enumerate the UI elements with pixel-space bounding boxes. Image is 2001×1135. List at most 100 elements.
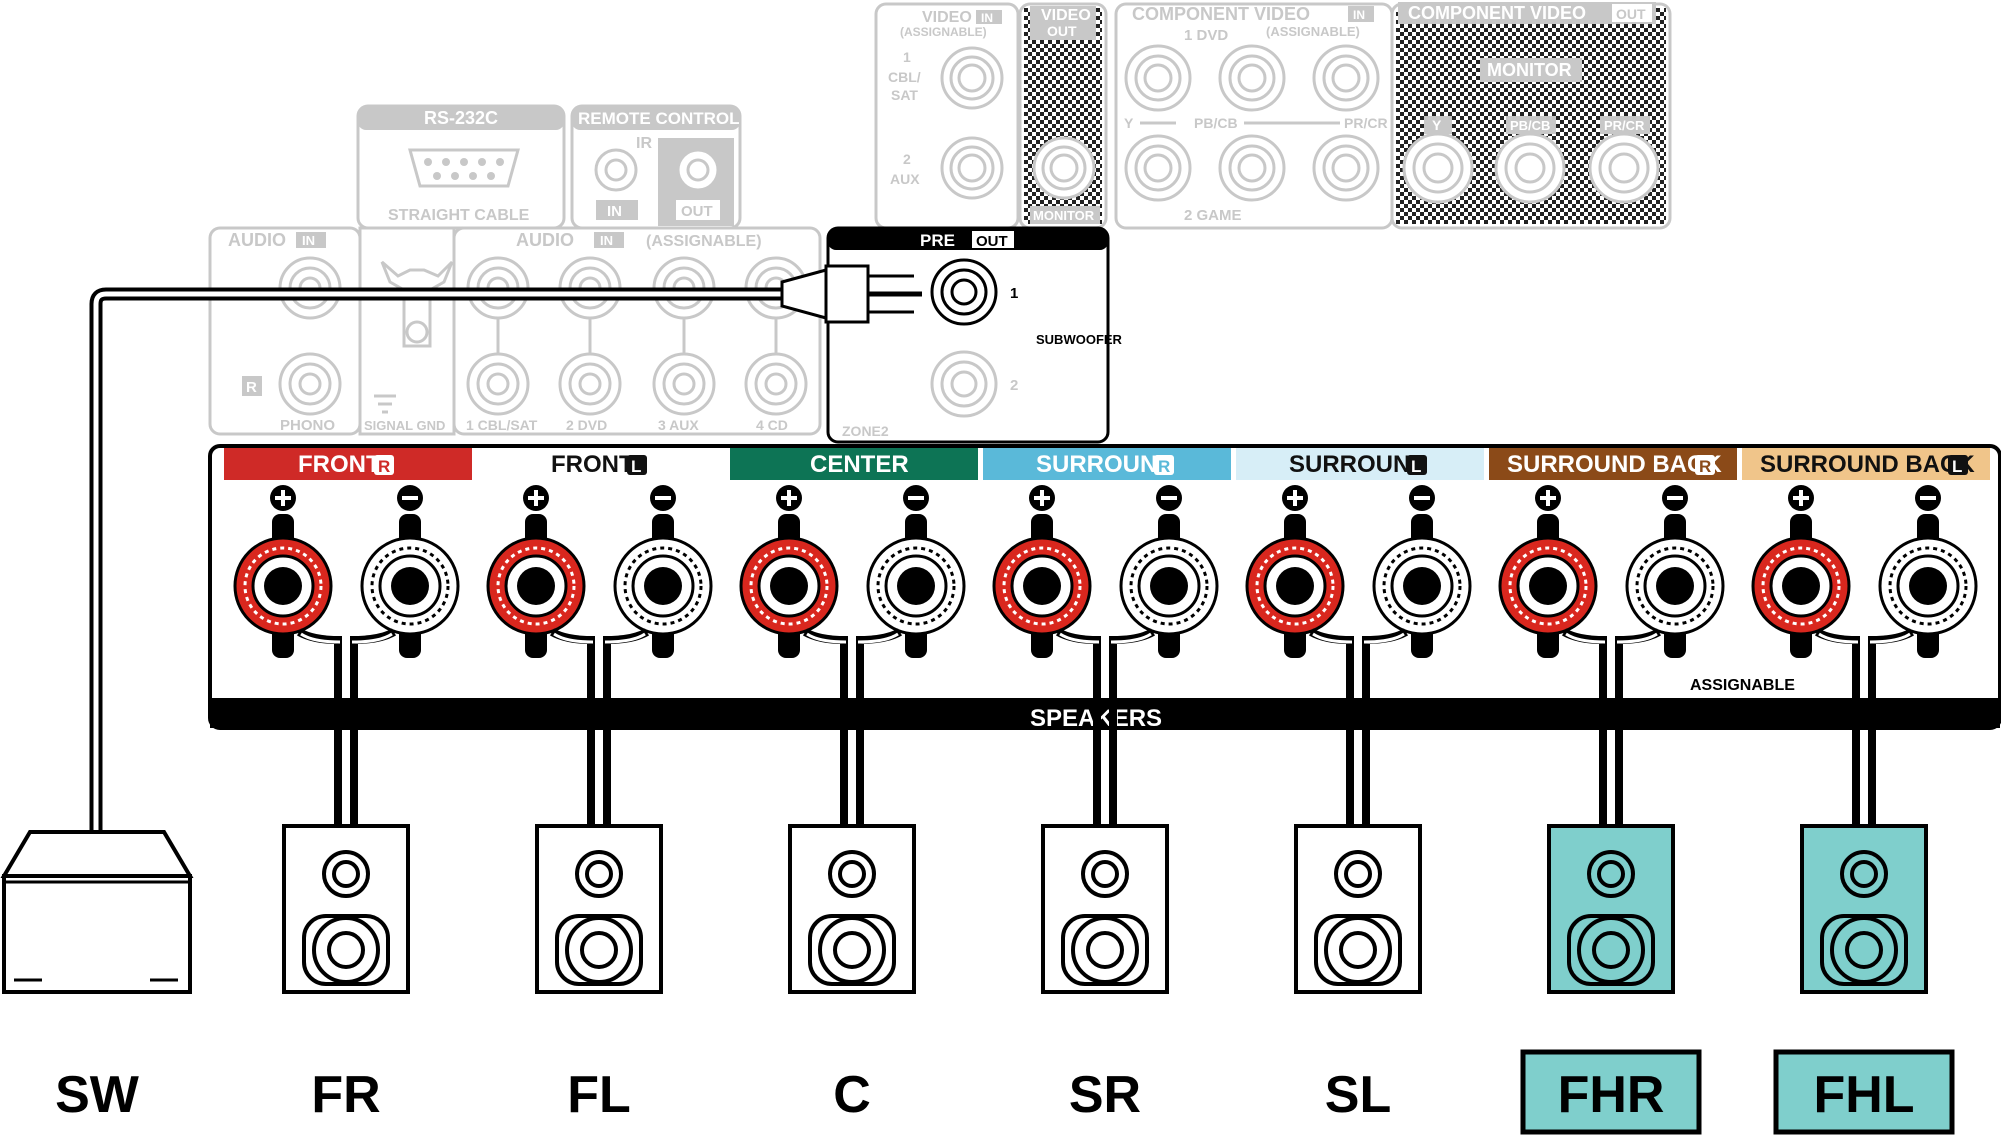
phono-jack-r (278, 352, 342, 416)
terminal-label-bar (224, 448, 472, 480)
remote-control-title: REMOTE CONTROL (578, 109, 740, 128)
audio2-jack-1r (466, 352, 530, 416)
terminal-label: SURROUND (1036, 451, 1175, 478)
terminal-label-bar (477, 448, 725, 480)
audio2-tag: IN (600, 233, 613, 248)
speaker-label: FHR (1558, 1066, 1665, 1124)
speaker-sr: SR (1041, 824, 1169, 1124)
phono-label: PHONO (280, 417, 335, 434)
component-in-sub: (ASSIGNABLE) (1266, 24, 1360, 39)
audio2-3-label: 3 AUX (658, 417, 699, 433)
speaker-label: FHL (1813, 1066, 1914, 1124)
speaker-label-box (1520, 1049, 1702, 1135)
component-in-2: 2 GAME (1184, 207, 1242, 224)
speaker-c: C (788, 824, 916, 1124)
remote-in-label: IN (607, 203, 622, 220)
remote-out-jack (676, 148, 720, 192)
component-in-1-pr-jack (1312, 44, 1380, 112)
component-in-y: Y (1124, 115, 1134, 131)
audio2-4-label: 4 CD (756, 417, 788, 433)
terminal-channel-badge: R (378, 457, 390, 476)
component-out-y: Y (1432, 117, 1442, 133)
component-in-1: 1 DVD (1184, 27, 1228, 44)
negative-binding-post[interactable] (360, 514, 460, 658)
positive-binding-post[interactable] (739, 514, 839, 658)
video-in-tag: IN (981, 11, 993, 25)
rear-panel-background: VIDEO IN (ASSIGNABLE) 1 CBL/ SAT 2 AUX V… (208, 2, 1672, 436)
zone2-label: ZONE2 (842, 423, 889, 439)
audio2-jack-2r (558, 352, 622, 416)
rs232c-title: RS-232C (424, 108, 498, 128)
rs232c-port (408, 148, 520, 188)
negative-binding-post[interactable] (866, 514, 966, 658)
pre-out-tag: OUT (976, 233, 1008, 250)
remote-in-jack (594, 148, 638, 192)
rca-plug (780, 264, 922, 324)
video-out-title: VIDEO (1041, 7, 1091, 24)
positive-binding-post[interactable] (1498, 514, 1598, 658)
speaker-fhl: FHL (1773, 824, 1955, 1135)
component-out-pr: PR/CR (1604, 118, 1645, 133)
audio2-title: AUDIO (516, 230, 574, 250)
video-in-1-name: CBL/ (888, 69, 921, 85)
subwoofer-cable (89, 264, 922, 836)
terminal-label-bar (1236, 448, 1484, 480)
component-out-monitor: MONITOR (1487, 60, 1572, 80)
pre-out-title: PRE (920, 231, 955, 250)
subwoofer-2-jack (930, 350, 998, 418)
speaker-fr: FR (282, 824, 410, 1124)
terminal-channel-badge: L (1411, 457, 1421, 476)
terminal-center: CENTER (730, 448, 978, 658)
component-out-title: COMPONENT VIDEO (1408, 3, 1586, 23)
subwoofer-1-jack[interactable] (930, 258, 998, 326)
audio2-jack-4r (744, 352, 808, 416)
terminal-label: CENTER (810, 451, 909, 478)
assignable-label: ASSIGNABLE (1690, 677, 1795, 694)
speaker-label: SL (1325, 1066, 1391, 1124)
component-out-y-jack (1402, 132, 1474, 204)
terminal-channel-badge: R (1699, 457, 1711, 476)
remote-ir-label: IR (636, 135, 652, 152)
speaker-label: FL (567, 1066, 631, 1124)
terminal-channel-badge: R (1158, 457, 1170, 476)
audio-r-label: R (246, 379, 257, 396)
pre-out-1-label: 1 (1010, 285, 1018, 302)
video-in-jack-2 (940, 136, 1004, 200)
video-in-2: 2 (903, 151, 911, 167)
terminal-label: SURROUND BACK (1507, 451, 1722, 478)
audio2-2-label: 2 DVD (566, 417, 607, 433)
terminal-label: FRONT (298, 451, 381, 478)
positive-binding-post[interactable] (992, 514, 1092, 658)
negative-binding-post[interactable] (613, 514, 713, 658)
sw-label: SW (55, 1066, 140, 1124)
positive-binding-post[interactable] (233, 514, 333, 658)
remote-out-label: OUT (681, 203, 713, 220)
signal-gnd-terminal (380, 260, 454, 348)
positive-binding-post[interactable] (1751, 514, 1851, 658)
video-out-tag: OUT (1047, 23, 1077, 39)
speaker-fhr: FHR (1520, 824, 1702, 1135)
positive-binding-post[interactable] (486, 514, 586, 658)
pre-out-2-label: 2 (1010, 377, 1018, 394)
positive-binding-post[interactable] (1245, 514, 1345, 658)
terminal-channel-badge: L (1952, 457, 1962, 476)
negative-binding-post[interactable] (1625, 514, 1725, 658)
pre-out-block: PRE OUT 1 2 SUBWOOFER ZONE2 (826, 226, 1123, 444)
negative-binding-post[interactable] (1372, 514, 1472, 658)
video-out-monitor: MONITOR (1033, 208, 1095, 223)
speaker-wires (297, 628, 1914, 828)
rs232c-sub: STRAIGHT CABLE (388, 207, 530, 224)
video-in-1: 1 (903, 49, 911, 65)
component-in-title: COMPONENT VIDEO (1132, 4, 1310, 24)
audio-in-assignable-block (452, 226, 822, 436)
component-in-pr: PR/CR (1344, 115, 1388, 131)
negative-binding-post[interactable] (1878, 514, 1978, 658)
negative-binding-post[interactable] (1119, 514, 1219, 658)
video-in-jack-1 (940, 46, 1004, 110)
speaker-sl: SL (1294, 824, 1422, 1124)
